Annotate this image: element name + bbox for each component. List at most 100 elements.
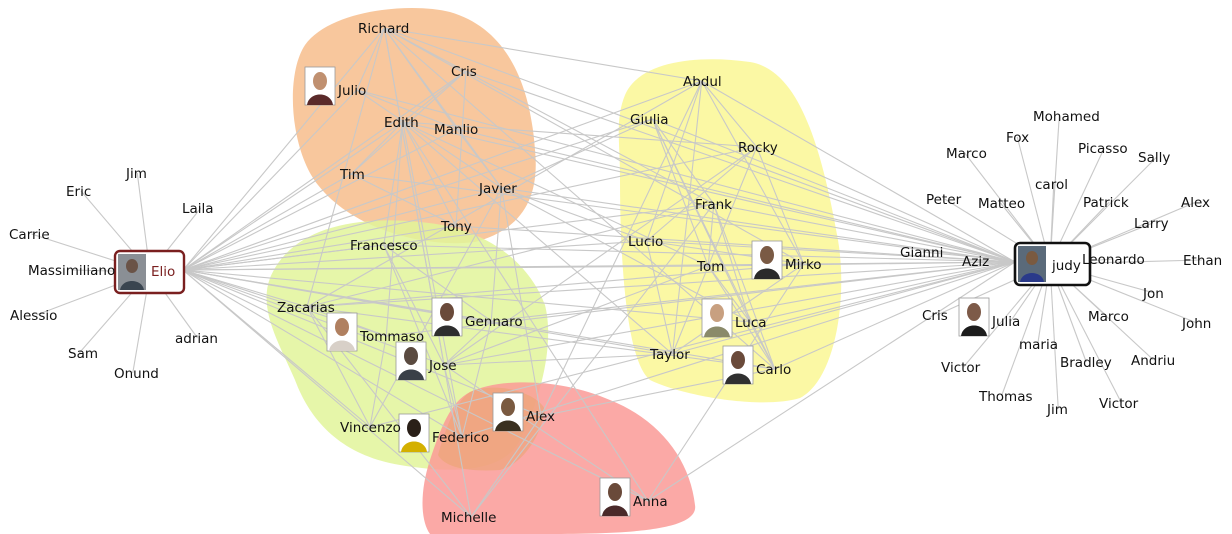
node-label[interactable]: Rocky — [738, 140, 778, 156]
node-label[interactable]: Peter — [926, 192, 962, 208]
edge-intra-cluster — [443, 320, 492, 366]
node-label[interactable]: Marco — [1088, 309, 1129, 325]
node-label[interactable]: Lucio — [628, 234, 663, 250]
edge-judy-cluster — [306, 261, 1016, 308]
node-label[interactable]: Edith — [384, 115, 419, 131]
node-label[interactable]: Abdul — [683, 74, 722, 90]
elio-photo-icon — [118, 254, 146, 290]
edge-intra-cluster — [701, 80, 758, 148]
edge-inter-cluster — [306, 203, 714, 308]
node-label[interactable]: Andriu — [1131, 353, 1175, 369]
graph-photos — [304, 66, 990, 517]
node-label[interactable]: Aziz — [962, 254, 989, 270]
edge-intra-cluster — [456, 128, 502, 189]
edge-judy-cluster — [501, 187, 1016, 263]
node-label[interactable]: Jose — [428, 358, 457, 374]
node-label[interactable]: Michelle — [441, 510, 497, 526]
edge-judy-cluster — [647, 261, 1016, 502]
node-label[interactable]: Mohamed — [1033, 109, 1100, 125]
node-label[interactable]: Manlio — [434, 122, 478, 138]
node-label[interactable]: Victor — [1099, 396, 1139, 412]
node-label[interactable]: Thomas — [978, 389, 1033, 405]
node-label[interactable]: Tommaso — [359, 329, 424, 345]
node-label[interactable]: Alessio — [10, 308, 57, 324]
edge-judy-cluster — [402, 121, 1016, 263]
node-label[interactable]: Mirko — [785, 257, 822, 273]
node-label[interactable]: Sally — [1138, 150, 1170, 166]
node-label[interactable]: Laila — [182, 201, 214, 217]
node-label[interactable]: Frank — [695, 197, 732, 213]
edge-inter-cluster — [306, 80, 703, 308]
node-label[interactable]: Eric — [66, 184, 91, 200]
edge-judy-cluster — [369, 261, 1016, 428]
edge-intra-cluster — [707, 265, 776, 370]
edge-elio-cluster — [182, 203, 714, 271]
node-label[interactable]: Vincenzo — [340, 420, 401, 436]
node-label[interactable]: Leonardo — [1082, 252, 1145, 268]
node-label[interactable]: Sam — [68, 346, 98, 362]
node-label[interactable]: maria — [1019, 337, 1058, 353]
node-label[interactable]: John — [1181, 316, 1211, 332]
edge-elio-cluster — [182, 80, 702, 271]
edge-judy-cluster — [749, 261, 1016, 323]
edge-judy-cluster — [356, 89, 1016, 263]
node-label[interactable]: Julio — [337, 83, 366, 99]
node-label[interactable]: Carlo — [756, 362, 791, 378]
hub-judy[interactable]: judy — [1013, 241, 1092, 287]
node-label[interactable]: Federico — [432, 430, 489, 446]
node-label[interactable]: Tom — [696, 259, 724, 275]
node-label[interactable]: Marco — [946, 146, 987, 162]
node-label[interactable]: Gennaro — [465, 314, 523, 330]
edge-intra-cluster — [701, 80, 805, 265]
node-label[interactable]: Onund — [114, 366, 159, 382]
edge-judy-cluster — [351, 173, 1016, 263]
node-label[interactable]: Anna — [633, 494, 668, 510]
graph-edges — [31, 27, 1202, 518]
edge-judy-cluster — [701, 80, 1016, 263]
edge-inter-cluster — [470, 203, 715, 518]
node-label[interactable]: Gianni — [900, 245, 943, 261]
node-label[interactable]: Richard — [358, 21, 409, 37]
node-label[interactable]: Carrie — [9, 227, 50, 243]
edge-intra-cluster — [461, 320, 492, 438]
node-label[interactable]: Matteo — [978, 196, 1025, 212]
alex-photo-icon — [492, 392, 524, 432]
edge-intra-cluster — [646, 80, 703, 242]
node-label[interactable]: Picasso — [1078, 141, 1128, 157]
edge-judy-leaf — [1049, 263, 1059, 410]
node-label[interactable]: Tony — [440, 219, 472, 235]
node-label[interactable]: Giulia — [630, 112, 669, 128]
node-label[interactable]: Victor — [941, 360, 981, 376]
judy-photo-icon — [1018, 246, 1046, 282]
node-label[interactable]: Tim — [339, 167, 365, 183]
node-label[interactable]: Jim — [125, 166, 147, 182]
node-label[interactable]: Fox — [1006, 130, 1029, 146]
node-label[interactable]: adrian — [175, 331, 218, 347]
node-label[interactable]: Cris — [451, 64, 477, 80]
node-label[interactable]: Alex — [1181, 195, 1210, 211]
node-label[interactable]: carol — [1035, 177, 1068, 193]
node-label[interactable]: Larry — [1134, 216, 1169, 232]
edge-intra-cluster — [652, 118, 776, 370]
node-label[interactable]: Francesco — [350, 238, 418, 254]
node-label[interactable]: Cris — [922, 308, 948, 324]
edge-inter-cluster — [443, 265, 709, 366]
node-label[interactable]: Jim — [1046, 402, 1068, 418]
node-label[interactable]: Julia — [991, 314, 1020, 330]
node-label[interactable]: Massimiliano — [28, 263, 115, 279]
node-label[interactable]: Javier — [478, 181, 517, 197]
node-label[interactable]: Ethan — [1183, 253, 1222, 269]
node-label[interactable]: Zacarias — [277, 300, 335, 316]
edge-judy-cluster — [774, 261, 1016, 370]
edge-elio-cluster — [182, 70, 467, 271]
node-label[interactable]: Luca — [735, 315, 767, 331]
node-label[interactable]: Taylor — [649, 347, 690, 363]
edge-inter-cluster — [306, 263, 804, 308]
tommaso-photo-icon — [326, 312, 358, 352]
node-label[interactable]: Patrick — [1083, 195, 1129, 211]
node-label[interactable]: Bradley — [1060, 355, 1112, 371]
node-label[interactable]: Jon — [1142, 286, 1164, 302]
graph-labels: JimEricLailaCarrieMassimilianoAlessioSam… — [9, 21, 1222, 526]
node-label[interactable]: Alex — [526, 409, 555, 425]
hub-elio[interactable]: Elio — [113, 249, 186, 295]
